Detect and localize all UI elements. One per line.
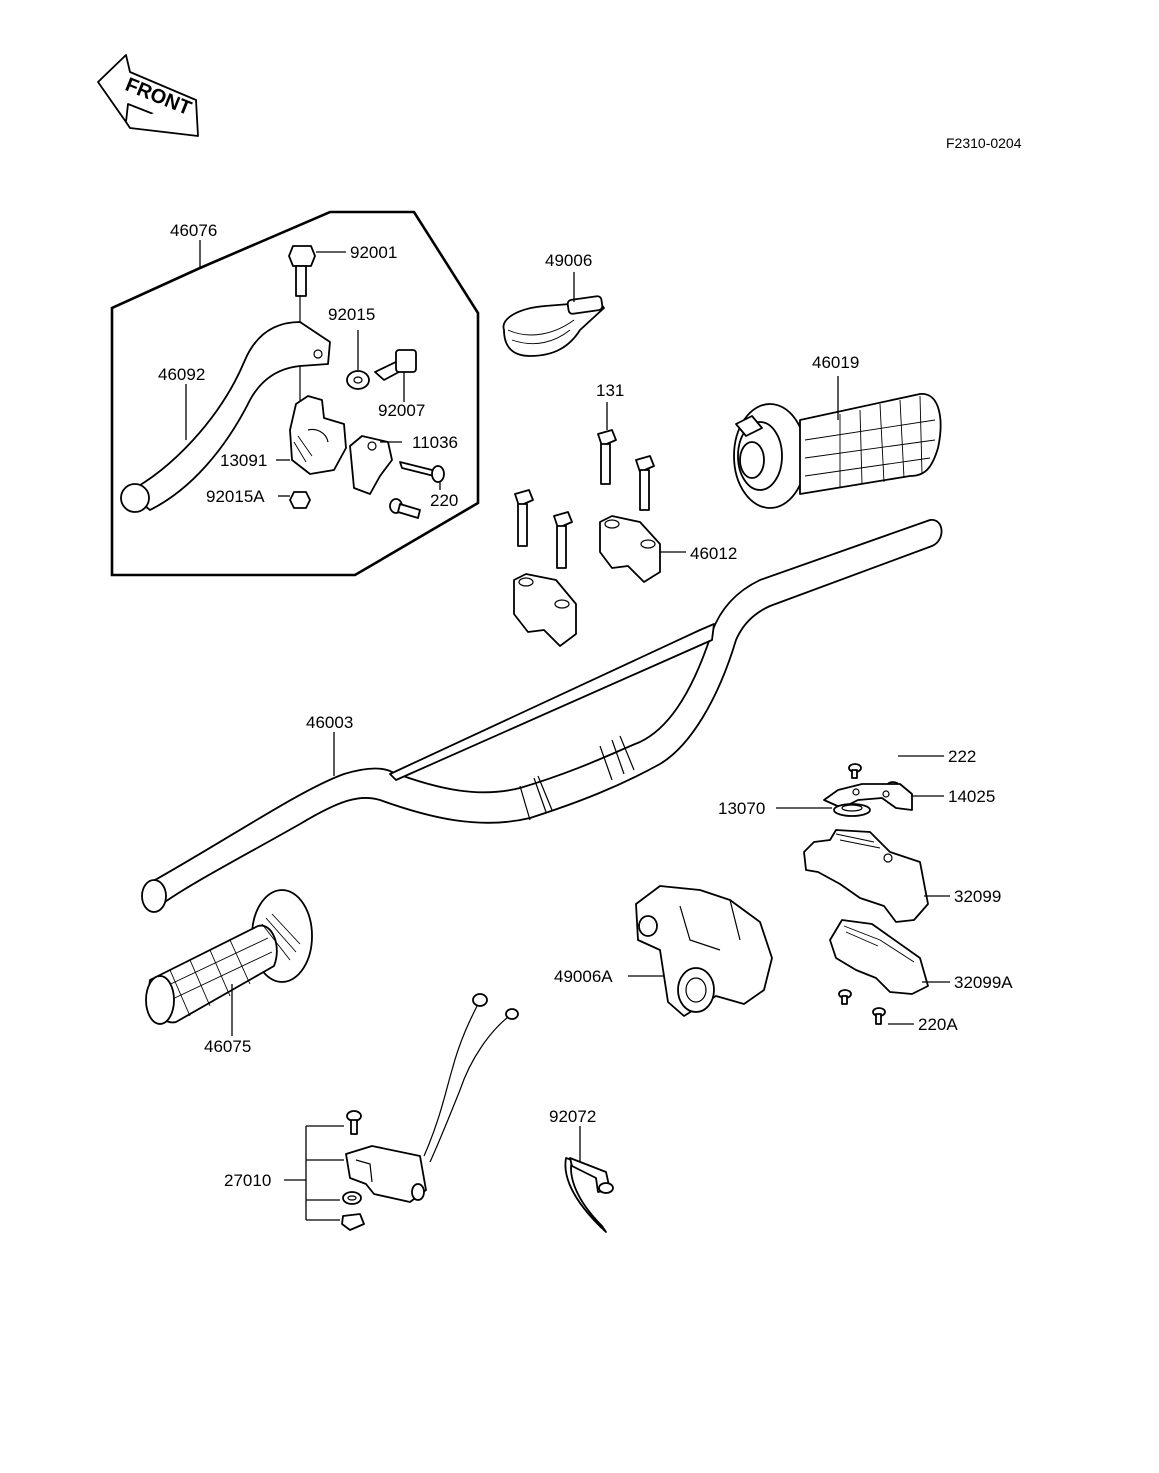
label-27010: 27010 (224, 1171, 271, 1190)
bolt-131-c (514, 489, 534, 547)
label-46092: 46092 (158, 365, 205, 384)
label-46075: 46075 (204, 1037, 251, 1056)
label-46003: 46003 (306, 713, 353, 732)
screw-220a-b (872, 1007, 886, 1025)
figure-code: F2310-0204 (946, 135, 1022, 151)
switch-27010 (341, 993, 519, 1231)
clamp-band-92072 (564, 1157, 614, 1233)
label-131: 131 (596, 381, 624, 400)
nut-92015a (289, 491, 311, 509)
leader-lines (185, 251, 950, 1221)
adjuster-92007 (374, 349, 417, 381)
grip-46019 (733, 393, 942, 509)
bolt-131-b (635, 455, 655, 511)
gasket-13070 (833, 803, 871, 817)
label-14025: 14025 (948, 787, 995, 806)
label-92072: 92072 (549, 1107, 596, 1126)
bolt-131-d (553, 511, 573, 569)
locknut-92015 (346, 370, 370, 390)
label-49006a: 49006A (554, 967, 613, 986)
bolt-131-a (597, 429, 617, 485)
screw-220-upper (399, 461, 445, 483)
label-92001: 92001 (350, 243, 397, 262)
label-11036: 11036 (412, 433, 458, 452)
label-32099: 32099 (954, 887, 1001, 906)
label-13091: 13091 (220, 451, 267, 470)
label-13070: 13070 (718, 799, 765, 818)
grip-46075 (145, 889, 313, 1025)
label-46019: 46019 (812, 353, 859, 372)
part-labels: 46076 92001 92015 46092 92007 11036 1309… (158, 221, 1013, 1190)
throttle-housing-49006a (635, 885, 773, 1017)
front-arrow-icon: FRONT (97, 54, 199, 137)
label-222: 222 (948, 747, 976, 766)
label-220: 220 (430, 491, 458, 510)
label-46012: 46012 (690, 544, 737, 563)
holder-46012-upper (599, 515, 661, 583)
label-32099a: 32099A (954, 973, 1013, 992)
clutch-lever-46092 (120, 321, 331, 513)
screw-220-lower (389, 498, 421, 519)
screw-222-a (848, 763, 862, 779)
label-92007: 92007 (378, 401, 425, 420)
screw-220a-a (838, 989, 852, 1005)
holder-46012-lower (513, 573, 577, 647)
housing-32099 (803, 829, 929, 923)
label-92015a: 92015A (206, 487, 265, 506)
lever-holder-13091 (289, 395, 347, 475)
label-46076: 46076 (170, 221, 217, 240)
label-220a: 220A (918, 1015, 958, 1034)
label-49006: 49006 (545, 251, 592, 270)
housing-32099a (829, 919, 929, 995)
protector-49006 (502, 295, 605, 357)
lever-assembly-boundary (110, 210, 480, 577)
handlebar-46003 (141, 519, 943, 913)
label-92015: 92015 (328, 305, 375, 324)
clamp-11036 (349, 435, 393, 495)
